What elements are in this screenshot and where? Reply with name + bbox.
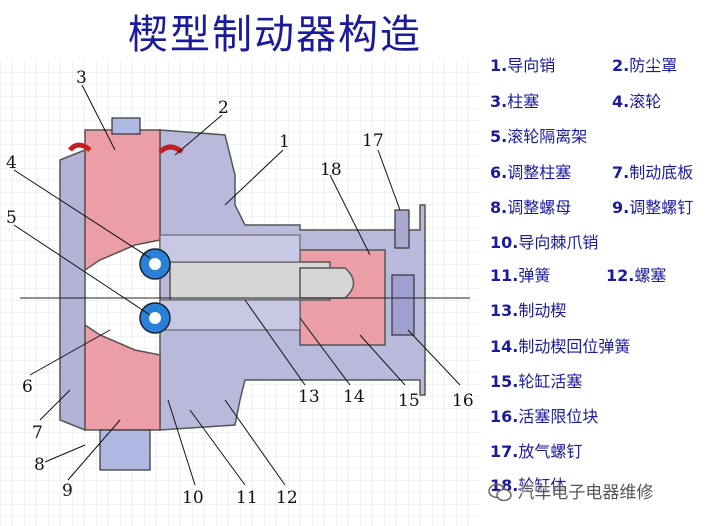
callout-16: 16 bbox=[452, 391, 474, 411]
callout-14: 14 bbox=[343, 387, 365, 407]
page-title: 楔型制动器构造 bbox=[128, 12, 422, 58]
callout-10: 10 bbox=[182, 488, 204, 508]
roller-upper-core bbox=[149, 258, 161, 270]
inner-block-upper bbox=[159, 234, 301, 263]
legend-item-16: 16.活塞限位块 bbox=[490, 407, 599, 426]
callout-15: 15 bbox=[398, 391, 420, 411]
legend-item-4: 4.滚轮 bbox=[612, 92, 662, 111]
callout-6: 6 bbox=[22, 377, 33, 397]
callout-18: 18 bbox=[320, 160, 342, 180]
leader-lines bbox=[13, 84, 461, 486]
callout-17: 17 bbox=[362, 131, 384, 151]
watermark: 汽车电子电器维修 bbox=[488, 478, 653, 503]
legend-item-2: 2.防尘罩 bbox=[612, 56, 678, 75]
legend-item-10: 10.导向棘爪销 bbox=[490, 233, 599, 252]
top-nut bbox=[111, 117, 141, 135]
plunger-upper bbox=[84, 129, 161, 272]
callout-1: 1 bbox=[279, 132, 290, 152]
wechat-icon bbox=[488, 483, 512, 502]
roller-lower-core bbox=[149, 312, 161, 324]
callout-9: 9 bbox=[62, 481, 73, 501]
watermark-text: 汽车电子电器维修 bbox=[517, 483, 654, 503]
legend-item-18: 18.轮缸体 bbox=[490, 476, 567, 495]
legend-item-9: 9.调整螺钉 bbox=[612, 198, 694, 217]
legend-item-5: 5.滚轮隔离架 bbox=[490, 127, 588, 146]
callout-13: 13 bbox=[298, 387, 320, 407]
callout-7: 7 bbox=[32, 423, 43, 443]
piston-stop-block bbox=[391, 274, 415, 336]
callout-12: 12 bbox=[276, 488, 298, 508]
callout-4: 4 bbox=[6, 153, 17, 173]
callout-8: 8 bbox=[34, 455, 45, 475]
wedge-tip bbox=[299, 267, 355, 299]
legend-item-6: 6.调整柱塞 bbox=[490, 163, 572, 182]
legend-item-11: 11.弹簧 bbox=[490, 266, 551, 285]
adjust-plunger-lower bbox=[84, 323, 161, 431]
legend-item-13: 13.制动楔 bbox=[490, 301, 567, 320]
legend-item-12: 12.螺塞 bbox=[606, 266, 667, 285]
inner-block-lower bbox=[159, 299, 301, 331]
legend-item-15: 15.轮缸活塞 bbox=[490, 372, 583, 391]
legend-item-7: 7.制动底板 bbox=[612, 163, 694, 182]
callout-2: 2 bbox=[218, 98, 229, 118]
backing-plate bbox=[59, 148, 86, 432]
legend-item-3: 3.柱塞 bbox=[490, 92, 540, 111]
adjust-screw bbox=[99, 429, 151, 471]
callout-3: 3 bbox=[76, 68, 87, 88]
legend-item-8: 8.调整螺母 bbox=[490, 198, 572, 217]
callout-11: 11 bbox=[236, 488, 258, 508]
legend-item-17: 17.放气螺钉 bbox=[490, 442, 583, 461]
bleeder-screw bbox=[394, 209, 410, 249]
legend-item-1: 1.导向销 bbox=[490, 56, 556, 75]
callout-5: 5 bbox=[6, 208, 17, 228]
dust-boot-left bbox=[68, 142, 92, 152]
legend-item-14: 14.制动楔回位弹簧 bbox=[490, 337, 631, 356]
